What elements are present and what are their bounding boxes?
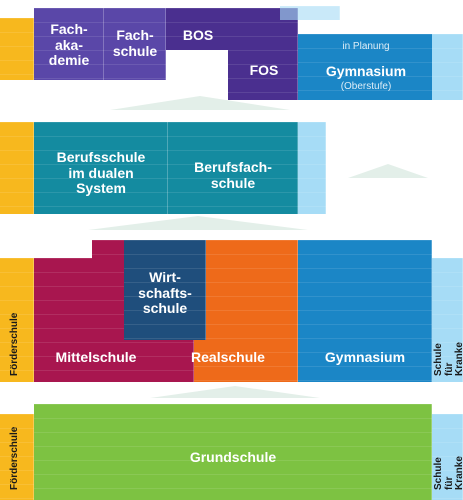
- fachschule-block: [104, 8, 166, 80]
- bos-label: BOS: [182, 27, 214, 43]
- gymnasium-upper-label: Gymnasium: [325, 63, 407, 79]
- foerderschule-label-sec: Förderschule: [9, 312, 20, 376]
- transition-mound-right: [348, 164, 428, 178]
- in-planung-label: in Planung: [342, 41, 390, 52]
- wirtschaftsschule-label: Wirt- schafts- schule: [138, 269, 192, 317]
- grundschule-block: [34, 404, 432, 500]
- wirtschaftsschule-block: [124, 240, 206, 340]
- berufsschule-label: Berufsschule im dualen System: [56, 149, 146, 197]
- foerderschule-block-voc: [0, 122, 34, 214]
- foerderschule-block-sec: [0, 258, 34, 382]
- mittelschule-step: [92, 240, 126, 260]
- berufsfachschule-label: Berufsfach- schule: [194, 159, 272, 191]
- gymnasium-block: [298, 240, 432, 382]
- foerderschule-label-prim: Förderschule: [9, 426, 20, 490]
- fachakademie-block: [34, 8, 104, 80]
- foerderschule-block-top: [0, 18, 34, 80]
- transition-mound-bottom: [150, 386, 320, 398]
- transition-mound-middle: [88, 216, 308, 230]
- krankenschule-label-prim: Schule für Kranke: [433, 456, 463, 490]
- kranke-block-top: [432, 34, 463, 100]
- mittelschule-label: Mittelschule: [55, 349, 137, 365]
- transition-mound-top: [110, 96, 290, 110]
- foerderschule-block-prim: [0, 414, 34, 500]
- kranke-block-sec: [432, 258, 463, 382]
- fachakademie-label: Fach- aka- demie: [48, 21, 90, 69]
- realschule-block: [194, 240, 298, 382]
- berufsschule-block: [34, 122, 168, 214]
- fos-label: FOS: [249, 62, 279, 78]
- gymnasium-label: Gymnasium: [324, 349, 406, 365]
- bos-block: [166, 8, 230, 50]
- krankenschule-label-sec: Schule für Kranke: [433, 342, 463, 376]
- kranke-block-voc: [298, 122, 326, 214]
- gymnasium-upper-block: [298, 34, 434, 100]
- fachschule-label: Fach- schule: [112, 27, 158, 59]
- grundschule-label: Grundschule: [189, 449, 277, 465]
- oberstufe-label: (Oberstufe): [340, 81, 392, 92]
- fos-block: [228, 8, 298, 100]
- realschule-label: Realschule: [191, 349, 265, 365]
- top-tier-cap: [280, 6, 340, 20]
- berufsfachschule-block: [168, 122, 298, 214]
